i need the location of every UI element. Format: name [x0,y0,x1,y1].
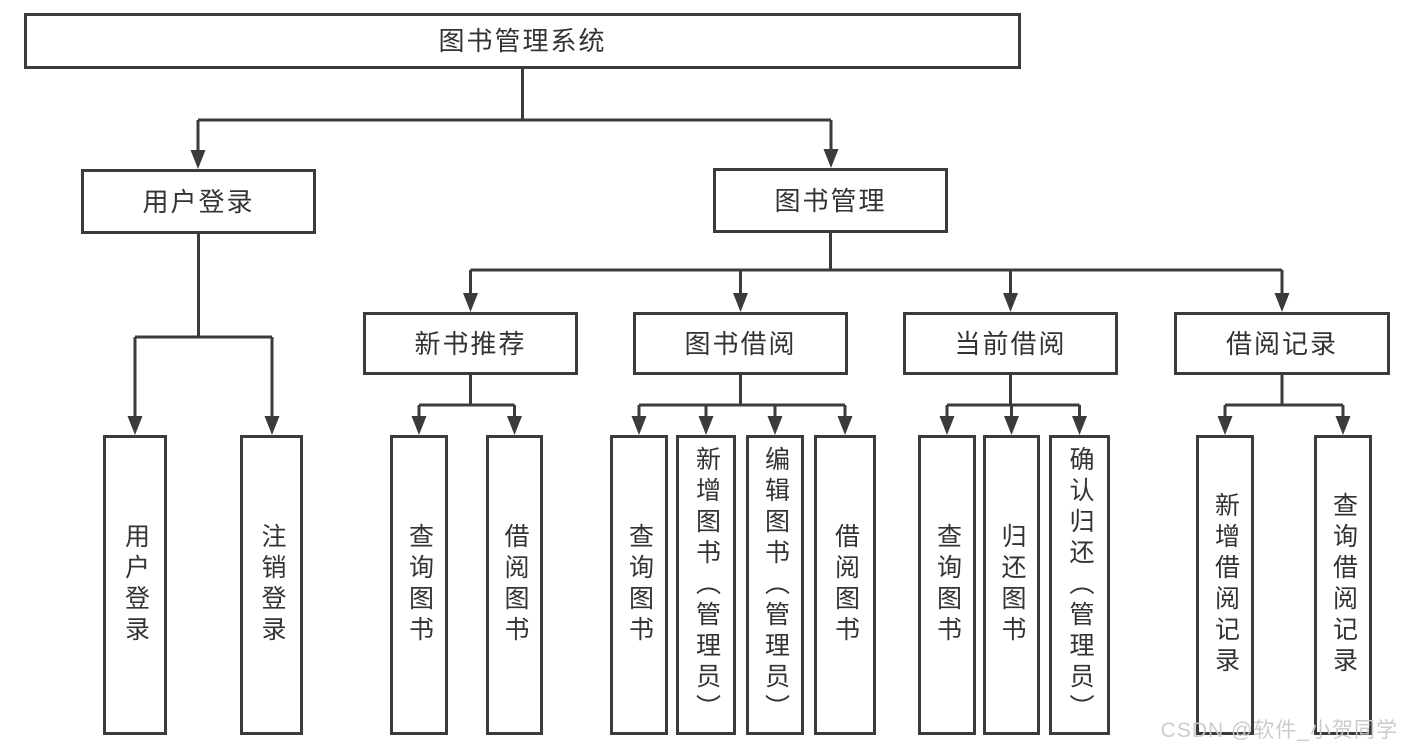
arrowhead [1072,416,1087,435]
node-borrow-books-recommend: 借阅图书 [486,435,543,735]
arrowhead [939,416,955,435]
arrowhead [1004,416,1019,435]
arrowhead [507,416,522,435]
node-edit-books-admin: 编辑图书（管理员） [746,435,804,735]
node-query-books-current: 查询图书 [918,435,976,735]
node-query-borrow-record: 查询借阅记录 [1314,435,1372,735]
arrowhead [1003,293,1018,312]
arrowhead [631,416,647,435]
arrowhead [698,416,714,435]
arrowhead [463,293,478,312]
arrowhead [1335,416,1351,435]
node-new-book-recommend: 新书推荐 [363,312,578,375]
node-query-books-recommend: 查询图书 [390,435,448,735]
node-confirm-return-admin: 确认归还（管理员） [1049,435,1110,735]
arrowhead [823,149,839,168]
edge-root-stem [196,66,833,152]
arrowhead [127,416,143,435]
arrowhead [411,416,427,435]
node-book-borrowing: 图书借阅 [633,312,848,375]
node-return-books: 归还图书 [983,435,1040,735]
node-query-books-borrowing: 查询图书 [610,435,668,735]
node-book-management: 图书管理 [713,168,948,233]
edge-user-login-split [133,231,274,418]
edge-new-book-recommend-split [417,372,516,418]
node-logout-action: 注销登录 [240,435,303,735]
arrowhead [837,416,853,435]
node-root: 图书管理系统 [24,13,1021,69]
edge-current-borrowing-split [945,372,1081,418]
arrowheads [127,149,1351,435]
arrowhead [767,416,783,435]
node-borrowing-records: 借阅记录 [1174,312,1390,375]
csdn-watermark: CSDN @软件_小贺同学 [1160,719,1398,742]
arrowhead [1217,416,1233,435]
node-borrow-books-borrowing: 借阅图书 [814,435,876,735]
node-user-login: 用户登录 [81,169,316,234]
arrowhead [1274,293,1290,312]
edge-borrowing-records-split [1223,372,1345,418]
node-user-login-action: 用户登录 [103,435,167,735]
edge-book-borrowing-split [637,372,847,418]
node-add-books-admin: 新增图书（管理员） [676,435,736,735]
arrowhead [190,150,206,169]
edge-book-management-split [469,230,1284,295]
node-current-borrowing: 当前借阅 [903,312,1118,375]
node-add-borrow-record: 新增借阅记录 [1196,435,1254,735]
arrowhead [733,293,748,312]
arrowhead [264,416,280,435]
